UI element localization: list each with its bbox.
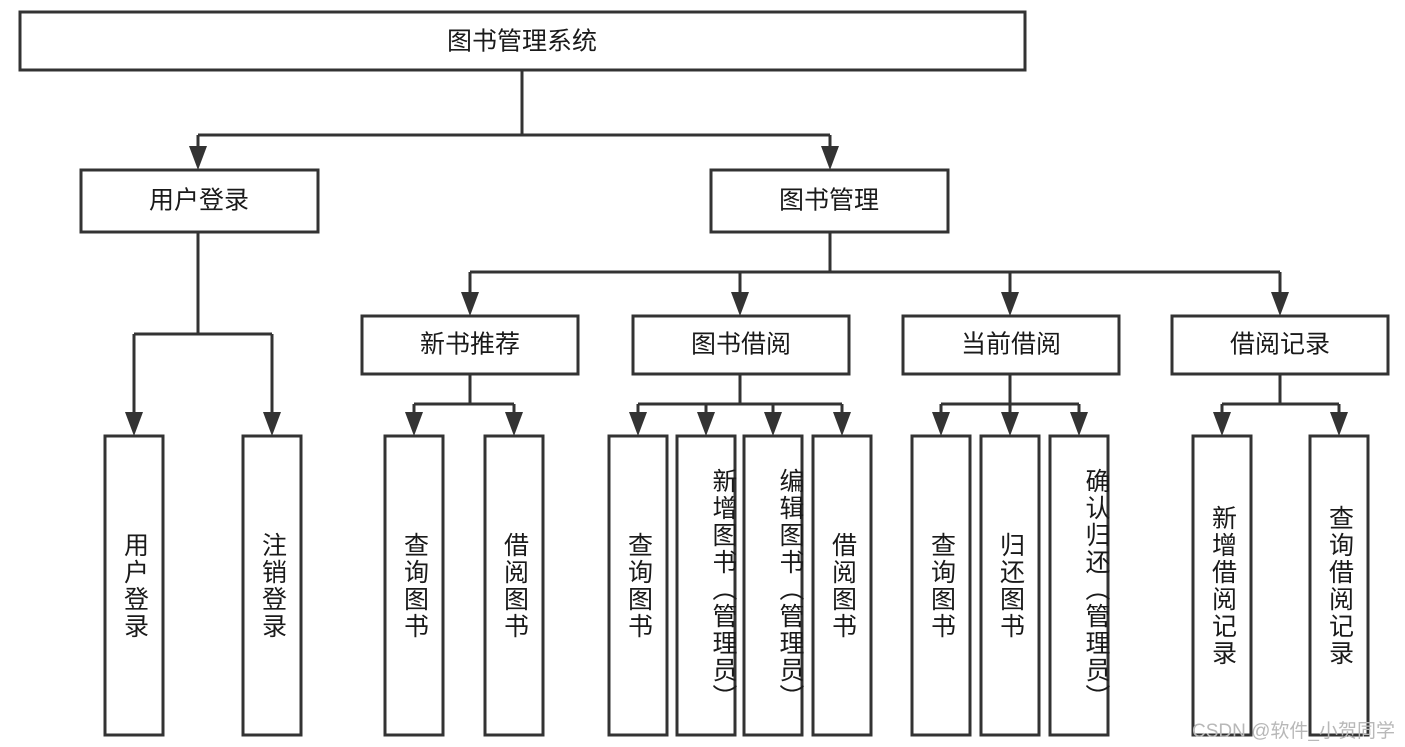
node-user-login-label: 用户登录: [149, 187, 249, 215]
node-current-borrow[interactable]: 当前借阅: [901, 314, 1121, 376]
node-book-manage-label: 图书管理: [779, 187, 879, 215]
leaf-query-book-1-box[interactable]: [383, 434, 445, 737]
node-root[interactable]: 图书管理系统: [18, 10, 1027, 72]
leaf-user-logout-box[interactable]: [241, 434, 303, 737]
connector-root-to-level2: [189, 70, 839, 170]
leaf-edit-book-box[interactable]: [742, 434, 804, 737]
node-borrow-record[interactable]: 借阅记录: [1170, 314, 1390, 376]
node-new-book-recommend-box[interactable]: [360, 314, 580, 376]
connector-bookmanage-to-level3: [461, 232, 1289, 316]
node-book-borrow-box[interactable]: [631, 314, 851, 376]
leaf-query-record-box[interactable]: [1308, 434, 1370, 737]
node-borrow-record-box[interactable]: [1170, 314, 1390, 376]
node-new-book-recommend-label: 新书推荐: [420, 331, 520, 359]
leaf-boxes: [103, 434, 1370, 737]
connector-currentborrow-to-leaves: [932, 374, 1088, 436]
node-book-borrow[interactable]: 图书借阅: [631, 314, 851, 376]
node-borrow-record-label: 借阅记录: [1230, 331, 1330, 359]
leaf-query-book-2-box[interactable]: [607, 434, 669, 737]
node-root-label: 图书管理系统: [447, 28, 597, 56]
node-book-borrow-label: 图书借阅: [691, 331, 791, 359]
connector-newbook-to-leaves: [405, 374, 523, 436]
leaf-borrow-book-2-box[interactable]: [811, 434, 873, 737]
leaf-confirm-return-box[interactable]: [1048, 434, 1110, 737]
leaf-add-book-box[interactable]: [675, 434, 737, 737]
node-current-borrow-box[interactable]: [901, 314, 1121, 376]
connector-bookborrow-to-leaves: [629, 374, 851, 436]
node-root-box[interactable]: [18, 10, 1027, 72]
node-user-login[interactable]: 用户登录: [79, 168, 320, 234]
node-book-manage[interactable]: 图书管理: [709, 168, 950, 234]
leaf-borrow-book-1-box[interactable]: [483, 434, 545, 737]
leaf-query-book-3-box[interactable]: [910, 434, 972, 737]
node-user-login-box[interactable]: [79, 168, 320, 234]
connector-borrowrecord-to-leaves: [1213, 374, 1348, 436]
leaf-add-record-box[interactable]: [1191, 434, 1253, 737]
node-book-manage-box[interactable]: [709, 168, 950, 234]
connector-userlogin-to-leaves: [125, 232, 281, 436]
node-current-borrow-label: 当前借阅: [961, 331, 1061, 359]
leaf-return-book-box[interactable]: [979, 434, 1041, 737]
node-new-book-recommend[interactable]: 新书推荐: [360, 314, 580, 376]
csdn-watermark: CSDN @软件_小贺同学: [1192, 721, 1395, 742]
leaf-user-login-box[interactable]: [103, 434, 165, 737]
